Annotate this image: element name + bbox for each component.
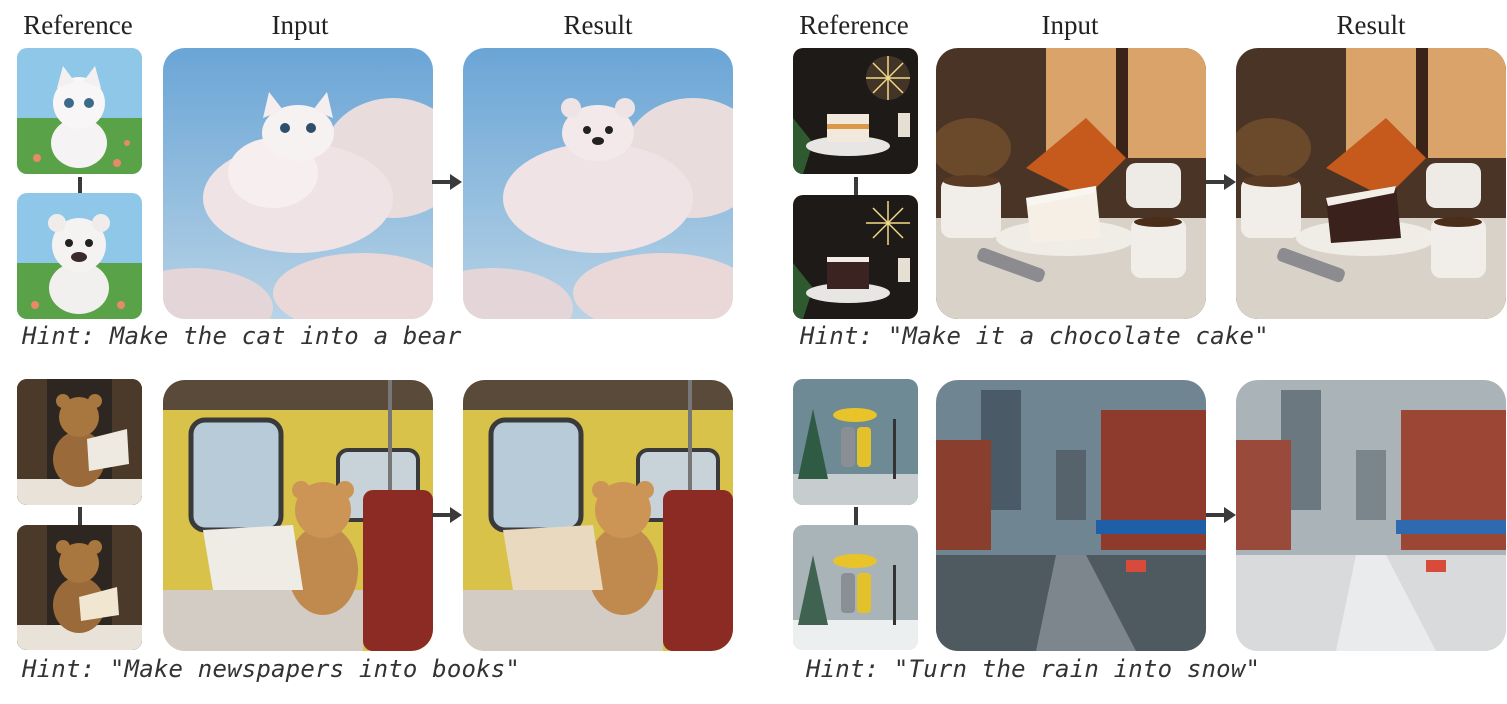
arrow-right-icon [1206, 507, 1236, 523]
train-input-image [163, 380, 433, 651]
book-reference-image [17, 525, 142, 650]
hint-rain-to-snow: Hint: "Turn the rain into snow" [806, 655, 1261, 683]
hint-newspapers-to-books: Hint: "Make newspapers into books" [22, 655, 521, 683]
city-rain-input-image [936, 380, 1206, 651]
bear-reference-image [17, 193, 142, 319]
label-reference-right: Reference [799, 10, 909, 40]
newspaper-reference-image [17, 379, 142, 505]
cat-input-image [163, 48, 433, 319]
city-snow-result-image [1236, 380, 1506, 651]
label-input-left: Input [271, 10, 329, 40]
label-input-right: Input [1041, 10, 1099, 40]
arrow-right-icon [432, 507, 462, 523]
train-result-image [463, 380, 733, 651]
cake-reference-image [793, 48, 918, 174]
chocolate-cake-result-image [1236, 48, 1506, 319]
snow-reference-image [793, 525, 918, 650]
arrow-right-icon [1206, 174, 1236, 190]
label-result-right: Result [1336, 10, 1406, 40]
rain-reference-image [793, 379, 918, 505]
arrow-right-icon [432, 174, 462, 190]
hint-chocolate-cake: Hint: "Make it a chocolate cake" [800, 322, 1269, 350]
bear-result-image [463, 48, 733, 319]
label-result-left: Result [563, 10, 633, 40]
cat-reference-image [17, 48, 142, 174]
chocolate-cake-reference-image [793, 195, 918, 319]
cake-input-image [936, 48, 1206, 319]
hint-cat-to-bear: Hint: Make the cat into a bear [22, 322, 462, 350]
label-reference-left: Reference [23, 10, 133, 40]
